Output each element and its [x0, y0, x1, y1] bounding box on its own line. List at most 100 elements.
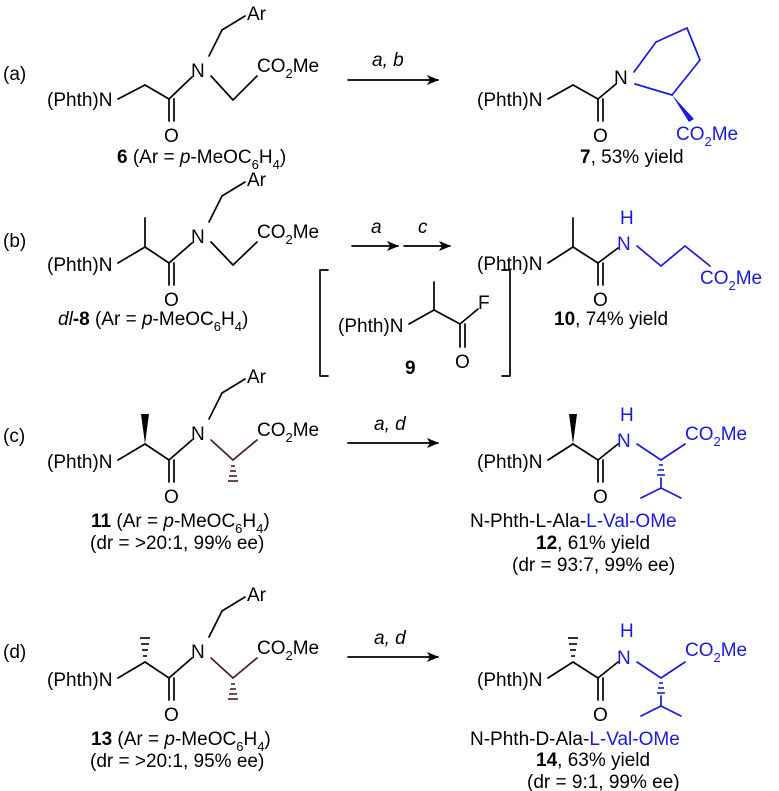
nitrogen-label: N — [191, 227, 205, 248]
hydrogen-label: H — [620, 208, 634, 229]
ester-co-text: CO — [676, 124, 705, 145]
intermediate-9-number: 9 — [405, 358, 416, 379]
ester-co-text: CO — [700, 268, 729, 289]
oxygen-label: O — [593, 705, 608, 726]
phth-n-label: (Phth)N — [477, 670, 542, 691]
compound-12-structure: (Phth)N O H N CO2Me — [477, 405, 747, 508]
compound-8-caption: dl-8 (Ar = p-MeOC6H4) — [58, 309, 248, 334]
ester-sub-text: 2 — [286, 648, 293, 663]
panel-b: (b) (Phth)N O N Ar CO2Me dl-8 (Ar = p-Me… — [3, 170, 762, 379]
panel-b-reagent-c: c — [418, 217, 428, 238]
panel-c-label: (c) — [3, 426, 25, 447]
svg-text:CO2Me: CO2Me — [257, 222, 319, 247]
compound-6-caption: 6 (Ar = p-MeOC6H4) — [117, 147, 286, 172]
phth-n-label: (Phth)N — [47, 452, 112, 473]
nitrogen-label: N — [191, 642, 205, 663]
compound-14-caption: 14, 63% yield — [536, 750, 650, 771]
compound-11-stereo: (dr = >20:1, 99% ee) — [90, 533, 264, 554]
phth-n-label: (Phth)N — [477, 452, 542, 473]
panel-a-label: (a) — [3, 64, 26, 85]
svg-text:CO2Me: CO2Me — [685, 424, 747, 449]
svg-text:CO2Me: CO2Me — [700, 268, 762, 293]
compound-10-structure: (Phth)N O H N CO2Me — [477, 208, 762, 311]
compound-13-caption: 13 (Ar = p-MeOC6H4) — [91, 729, 271, 754]
ester-sub-text: 2 — [705, 134, 712, 149]
compound-10-caption: 10, 74% yield — [554, 309, 668, 330]
phth-n-label: (Phth)N — [47, 670, 112, 691]
oxygen-label: O — [164, 290, 179, 311]
compound-12-name: N-Phth-L-Ala-L-Val-OMe — [470, 511, 677, 532]
nitrogen-label: N — [191, 61, 205, 82]
compound-14-name: N-Phth-D-Ala-L-Val-OMe — [470, 729, 680, 750]
ester-me-text: Me — [721, 640, 747, 661]
ester-me-text: Me — [293, 222, 319, 243]
oxygen-label: O — [164, 126, 179, 147]
compound-12-caption: 12, 61% yield — [536, 533, 650, 554]
panel-c: (c) (Phth)N O N Ar CO2Me 11 (Ar = p — [3, 367, 747, 576]
compound-11-structure: (Phth)N O N Ar CO2Me — [47, 367, 319, 508]
ester-sub-text: 2 — [729, 278, 736, 293]
ester-sub-text: 2 — [286, 430, 293, 445]
svg-text:CO2Me: CO2Me — [257, 56, 319, 81]
ester-sub-text: 2 — [714, 434, 721, 449]
nitrogen-label: N — [617, 234, 631, 255]
ester-sub-text: 2 — [286, 66, 293, 81]
phth-n-label: (Phth)N — [338, 316, 403, 337]
hydrogen-label: H — [620, 621, 634, 642]
ar-label: Ar — [247, 367, 267, 388]
svg-text:CO2Me: CO2Me — [685, 640, 747, 665]
compound-7-structure: (Phth)N O N CO2Me — [477, 27, 738, 149]
nitrogen-label: N — [614, 68, 628, 89]
svg-text:CO2Me: CO2Me — [257, 638, 319, 663]
panel-d-reagents: a, d — [374, 628, 407, 649]
hydrogen-label: H — [620, 405, 634, 426]
compound-11-caption: 11 (Ar = p-MeOC6H4) — [91, 511, 270, 536]
compound-13-stereo: (dr = >20:1, 95% ee) — [90, 751, 264, 772]
intermediate-9-bracket: (Phth)N O F 9 — [319, 269, 511, 379]
oxygen-label: O — [593, 487, 608, 508]
ester-co-text: CO — [257, 638, 286, 659]
ester-co-text: CO — [685, 424, 714, 445]
panel-b-reagent-a: a — [371, 217, 382, 238]
compound-8-structure: (Phth)N O N Ar CO2Me — [47, 170, 319, 311]
ester-co-text: CO — [257, 56, 286, 77]
ester-co-text: CO — [257, 420, 286, 441]
panel-d-label: (d) — [3, 642, 26, 663]
oxygen-label: O — [593, 126, 608, 147]
svg-text:CO2Me: CO2Me — [676, 124, 738, 149]
panel-b-label: (b) — [3, 231, 26, 252]
ester-me-text: Me — [721, 424, 747, 445]
phth-n-label: (Phth)N — [477, 90, 542, 111]
compound-14-structure: (Phth)N O H N C — [477, 621, 747, 726]
ester-sub-text: 2 — [714, 650, 721, 665]
compound-14-stereo: (dr = 9:1, 99% ee) — [527, 772, 680, 791]
ar-label: Ar — [247, 585, 267, 606]
panel-d: (d) (Phth)N O N Ar — [3, 585, 747, 791]
ar-label: Ar — [247, 170, 267, 191]
panel-a: (a) (Phth)N O N Ar CO2Me 6 (Ar = p-MeOC6… — [3, 4, 738, 172]
ester-me-text: Me — [293, 420, 319, 441]
nitrogen-label: N — [617, 431, 631, 452]
ester-co-text: CO — [685, 640, 714, 661]
oxygen-label: O — [164, 487, 179, 508]
panel-a-reagents: a, b — [372, 50, 404, 71]
nitrogen-label: N — [617, 648, 631, 669]
oxygen-label: O — [593, 290, 608, 311]
phth-n-label: (Phth)N — [47, 255, 112, 276]
compound-13-structure: (Phth)N O N Ar — [47, 585, 319, 726]
oxygen-label: O — [164, 705, 179, 726]
compound-7-caption: 7, 53% yield — [580, 147, 684, 168]
compound-6-structure: (Phth)N O N Ar CO2Me — [47, 4, 319, 147]
nitrogen-label: N — [191, 424, 205, 445]
ester-me-text: Me — [736, 268, 762, 289]
oxygen-label: O — [455, 352, 470, 373]
ester-me-text: Me — [293, 56, 319, 77]
phth-n-label: (Phth)N — [47, 90, 112, 111]
svg-text:CO2Me: CO2Me — [257, 420, 319, 445]
ar-label: Ar — [247, 4, 267, 25]
ester-sub-text: 2 — [286, 232, 293, 247]
phth-n-label: (Phth)N — [477, 254, 542, 275]
ester-co-text: CO — [257, 222, 286, 243]
